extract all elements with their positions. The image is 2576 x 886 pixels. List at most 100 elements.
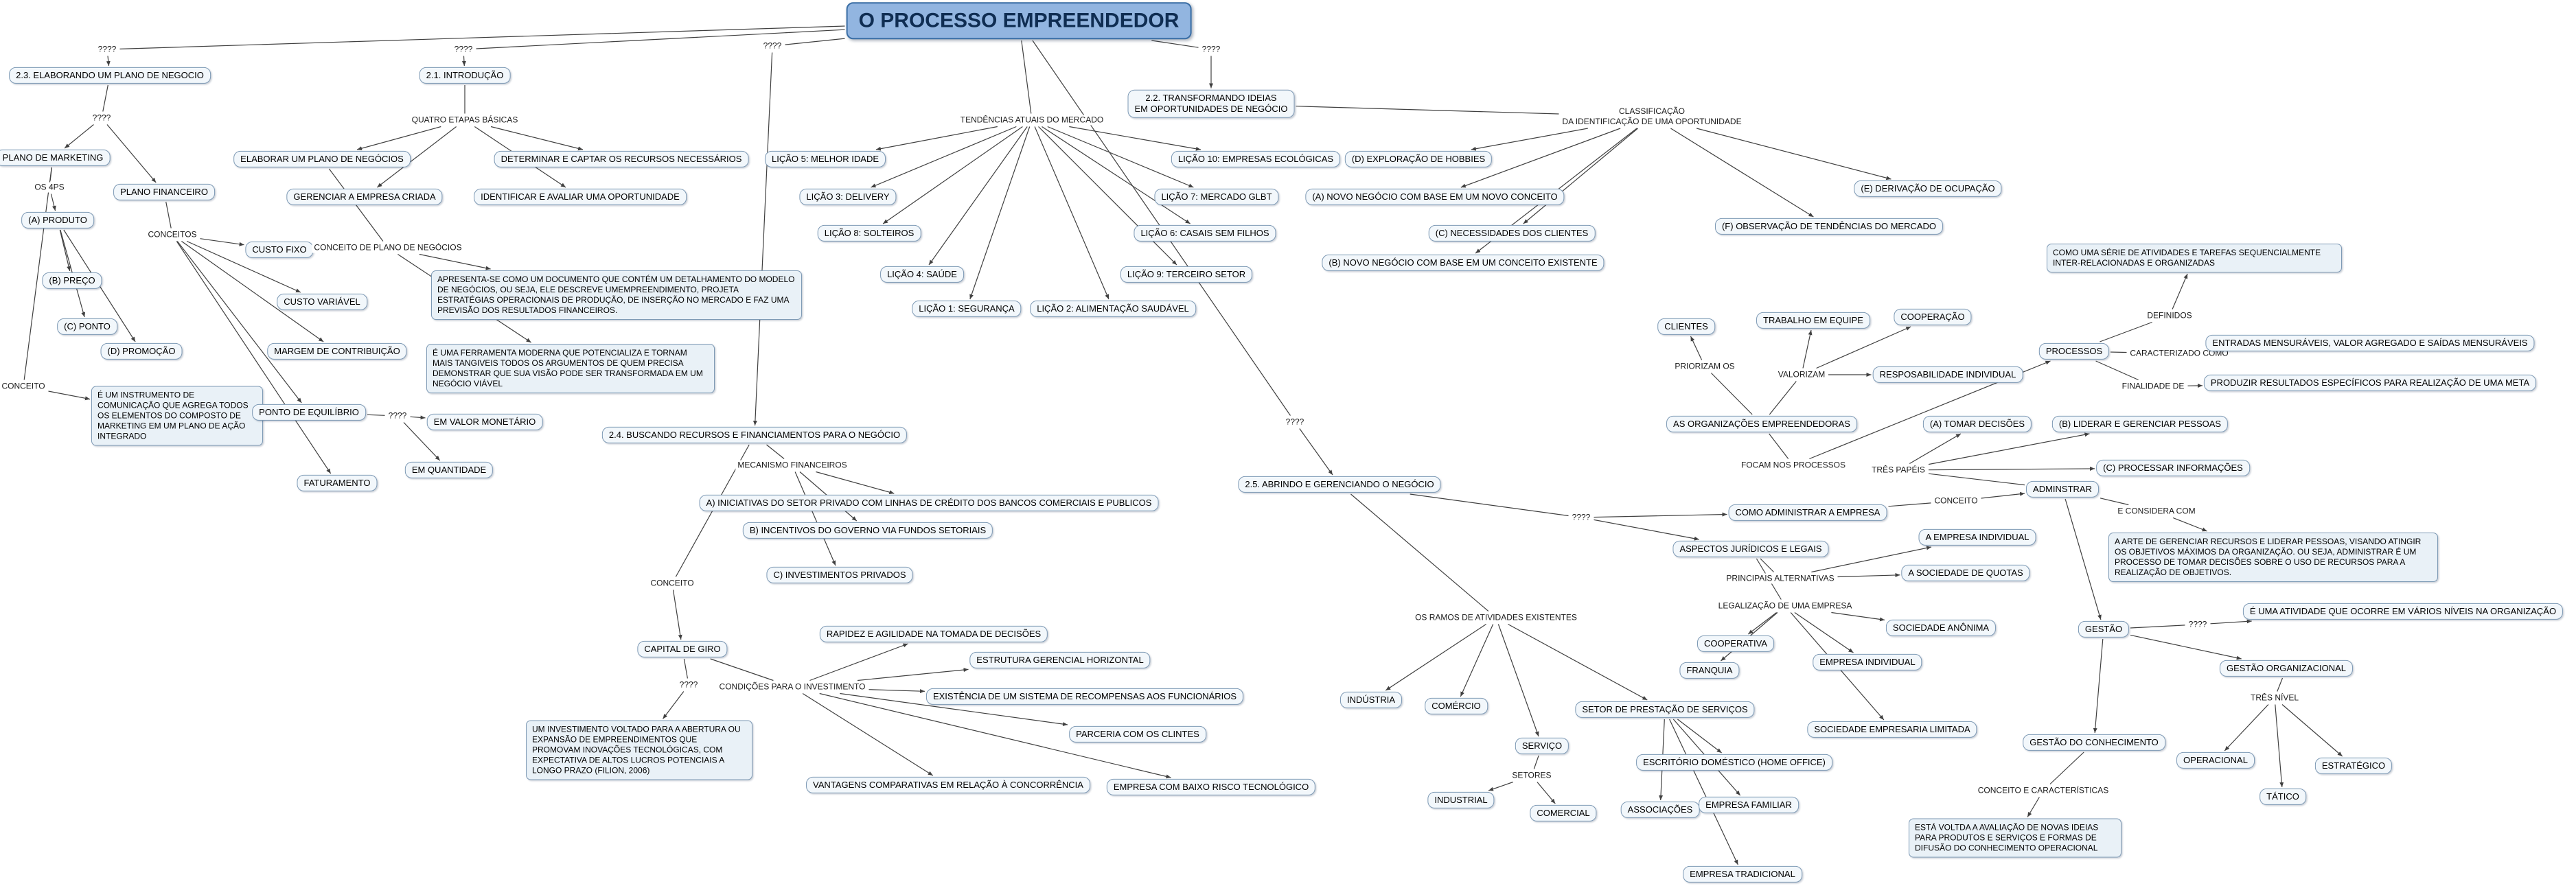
concept-node-b_incent[interactable]: B) INCENTIVOS DO GOVERNO VIA FUNDOS SETO… bbox=[742, 522, 993, 539]
concept-node-clientes[interactable]: CLIENTES bbox=[1657, 318, 1715, 336]
link-label-tres_papeis[interactable]: TRÊS PAPÉIS bbox=[1870, 465, 1927, 476]
concept-node-l6[interactable]: LIÇÃO 6: CASAIS SEM FILHOS bbox=[1134, 224, 1276, 242]
concept-node-produto[interactable]: (A) PRODUTO bbox=[21, 211, 94, 229]
concept-node-cooperacao[interactable]: COOPERAÇÃO bbox=[1894, 308, 1972, 326]
concept-node-a_inic[interactable]: A) INICIATIVAS DO SETOR PRIVADO COM LINH… bbox=[699, 494, 1159, 512]
concept-node-cooperativa[interactable]: COOPERATIVA bbox=[1697, 635, 1774, 653]
concept-node-box_apresenta[interactable]: APRESENTA-SE COMO UM DOCUMENTO QUE CONTÉ… bbox=[431, 270, 802, 320]
concept-node-l3[interactable]: LIÇÃO 3: DELIVERY bbox=[799, 188, 897, 206]
concept-node-l9[interactable]: LIÇÃO 9: TERCEIRO SETOR bbox=[1120, 266, 1253, 283]
concept-node-box_arte[interactable]: A ARTE DE GERENCIAR RECURSOS E LIDERAR P… bbox=[2108, 533, 2438, 582]
concept-node-a_tomar[interactable]: (A) TOMAR DECISÕES bbox=[1922, 415, 2032, 433]
concept-node-box_ferramenta[interactable]: É UMA FERRAMENTA MODERNA QUE POTENCIALIZ… bbox=[426, 344, 715, 393]
link-label-os4ps[interactable]: OS 4PS bbox=[32, 182, 67, 193]
concept-node-baixo_risco[interactable]: EMPRESA COM BAIXO RISCO TECNOLÓGICO bbox=[1106, 778, 1316, 796]
concept-node-soc_anonima[interactable]: SOCIEDADE ANÔNIMA bbox=[1885, 619, 1997, 637]
concept-node-aspectos[interactable]: ASPECTOS JURÍDICOS E LEGAIS bbox=[1672, 540, 1829, 558]
link-label-considera[interactable]: E CONSIDERA COM bbox=[2115, 506, 2198, 517]
concept-node-setor_prest[interactable]: SETOR DE PRESTAÇÃO DE SERVIÇOS bbox=[1575, 701, 1755, 719]
concept-node-box_produzir[interactable]: PRODUZIR RESULTADOS ESPECÍFICOS PARA REA… bbox=[2203, 374, 2537, 392]
concept-node-vantagens[interactable]: VANTAGENS COMPARATIVAS EM RELAÇÃO À CONC… bbox=[806, 776, 1090, 794]
link-label-tendencias[interactable]: TENDÊNCIAS ATUAIS DO MERCADO bbox=[958, 115, 1106, 126]
link-label-conceito_carac[interactable]: CONCEITO E CARACTERÍSTICAS bbox=[1975, 785, 2111, 796]
concept-node-adminstrar[interactable]: ADMINSTRAR bbox=[2026, 480, 2099, 498]
link-label-q_23[interactable]: ???? bbox=[95, 44, 119, 55]
concept-node-l8[interactable]: LIÇÃO 8: SOLTEIROS bbox=[817, 224, 921, 242]
concept-node-estrategico[interactable]: ESTRATÉGICO bbox=[2314, 757, 2393, 775]
link-label-finalidade[interactable]: FINALIDADE DE bbox=[2119, 381, 2187, 392]
concept-node-promocao[interactable]: (D) PROMOÇÃO bbox=[100, 342, 183, 360]
link-label-q_pe[interactable]: ???? bbox=[386, 410, 409, 421]
concept-node-orgs[interactable]: AS ORGANIZAÇÕES EMPREENDEDORAS bbox=[1666, 415, 1857, 433]
map-title-title[interactable]: O PROCESSO EMPREENDEDOR bbox=[846, 2, 1192, 39]
concept-node-b_exist[interactable]: (B) NOVO NEGÓCIO COM BASE EM UM CONCEITO… bbox=[1322, 254, 1605, 272]
link-label-tres_nivel[interactable]: TRÊS NÍVEL bbox=[2248, 692, 2301, 703]
link-label-conceito_mkt[interactable]: CONCEITO bbox=[0, 381, 47, 392]
concept-node-gerenciar[interactable]: GERENCIAR A EMPRESA CRIADA bbox=[286, 188, 443, 206]
concept-node-franquia[interactable]: FRANQUIA bbox=[1679, 662, 1740, 679]
concept-node-gestao[interactable]: GESTÃO bbox=[2078, 620, 2130, 638]
concept-node-l5[interactable]: LIÇÃO 5: MELHOR IDADE bbox=[764, 150, 886, 168]
link-label-conceito_adm[interactable]: CONCEITO bbox=[1932, 496, 1980, 506]
concept-node-plano_fin[interactable]: PLANO FINANCEIRO bbox=[113, 183, 215, 201]
concept-node-custo_fixo[interactable]: CUSTO FIXO bbox=[245, 241, 314, 259]
concept-node-a_emp_ind[interactable]: A EMPRESA INDIVIDUAL bbox=[1918, 528, 2036, 546]
concept-node-n21[interactable]: 2.1. INTRODUÇÃO bbox=[419, 67, 511, 84]
link-label-conceito_pn[interactable]: CONCEITO DE PLANO DE NEGÓCIOS bbox=[312, 242, 464, 253]
concept-node-l7[interactable]: LIÇÃO 7: MERCADO GLBT bbox=[1154, 188, 1279, 206]
link-label-q_cg[interactable]: ???? bbox=[677, 679, 700, 690]
link-label-mecanismo[interactable]: MECANISMO FINANCEIROS bbox=[735, 460, 849, 471]
concept-node-rapidez[interactable]: RAPIDEZ E AGILIDADE NA TOMADA DE DECISÕE… bbox=[819, 625, 1048, 643]
link-label-q_22[interactable]: ???? bbox=[1199, 44, 1223, 55]
concept-node-n24[interactable]: 2.4. BUSCANDO RECURSOS E FINANCIAMENTOS … bbox=[601, 426, 908, 444]
concept-node-identificar[interactable]: IDENTIFICAR E AVALIAR UMA OPORTUNIDADE bbox=[474, 188, 687, 206]
link-label-principais[interactable]: PRINCIPAIS ALTERNATIVAS bbox=[1724, 573, 1837, 584]
concept-node-parceria[interactable]: PARCERIA COM OS CLINTES bbox=[1069, 725, 1206, 743]
concept-node-l1[interactable]: LIÇÃO 1: SEGURANÇA bbox=[912, 300, 1022, 318]
concept-node-operacional[interactable]: OPERACIONAL bbox=[2176, 751, 2255, 769]
concept-node-determinar[interactable]: DETERMINAR E CAPTAR OS RECURSOS NECESSÁR… bbox=[494, 150, 749, 168]
concept-node-ponto[interactable]: (C) PONTO bbox=[57, 318, 117, 336]
concept-node-industria[interactable]: INDÚSTRIA bbox=[1339, 691, 1403, 709]
link-label-conceitos_fin[interactable]: CONCEITOS bbox=[146, 229, 199, 240]
concept-node-ponto_eq[interactable]: PONTO DE EQUILÍBRIO bbox=[252, 404, 366, 421]
concept-node-l10[interactable]: LIÇÃO 10: EMPRESAS ECOLÓGICAS bbox=[1171, 150, 1341, 168]
link-label-quatro_etapas[interactable]: QUATRO ETAPAS BÁSICAS bbox=[409, 115, 520, 126]
concept-node-servico[interactable]: SERVIÇO bbox=[1515, 737, 1569, 755]
link-label-condicoes[interactable]: CONDIÇÕES PARA O INVESTIMENTO bbox=[717, 681, 868, 692]
concept-node-existencia[interactable]: EXISTÊNCIA DE UM SISTEMA DE RECOMPENSAS … bbox=[925, 688, 1244, 706]
concept-node-box_invest[interactable]: UM INVESTIMENTO VOLTADO PARA A ABERTURA … bbox=[526, 720, 752, 780]
concept-node-n23[interactable]: 2.3. ELABORANDO UM PLANO DE NEGOCIO bbox=[9, 67, 211, 84]
concept-node-industrial[interactable]: INDUSTRIAL bbox=[1427, 791, 1495, 809]
concept-node-emp_familiar[interactable]: EMPRESA FAMILIAR bbox=[1699, 796, 1799, 814]
concept-node-margem[interactable]: MARGEM DE CONTRIBUIÇÃO bbox=[267, 342, 407, 360]
concept-node-faturamento[interactable]: FATURAMENTO bbox=[297, 474, 378, 492]
concept-node-e_deriv[interactable]: (E) DERIVAÇÃO DE OCUPAÇÃO bbox=[1854, 180, 2002, 198]
link-label-q_gestao[interactable]: ???? bbox=[2186, 619, 2209, 630]
link-label-caracterizado[interactable]: CARACTERIZADO COMO bbox=[2128, 348, 2231, 359]
concept-node-box_instrumento[interactable]: É UM INSTRUMENTO DE COMUNICAÇÃO QUE AGRE… bbox=[91, 386, 263, 446]
link-label-valorizam[interactable]: VALORIZAM bbox=[1775, 369, 1828, 380]
concept-node-n22[interactable]: 2.2. TRANSFORMANDO IDEIAS EM OPORTUNIDAD… bbox=[1127, 89, 1295, 118]
link-label-q_25b[interactable]: ???? bbox=[1569, 512, 1593, 523]
link-label-q_21[interactable]: ???? bbox=[452, 44, 475, 55]
concept-node-a_novo[interactable]: (A) NOVO NEGÓCIO COM BASE EM UM NOVO CON… bbox=[1305, 188, 1565, 206]
concept-node-a_soc_quotas[interactable]: A SOCIEDADE DE QUOTAS bbox=[1901, 564, 2030, 582]
link-label-os_ramos[interactable]: OS RAMOS DE ATIVIDADES EXISTENTES bbox=[1413, 612, 1579, 623]
link-label-setores[interactable]: SETORES bbox=[1510, 770, 1554, 781]
concept-node-box_atividade[interactable]: É UMA ATIVIDADE QUE OCORRE EM VÁRIOS NÍV… bbox=[2242, 603, 2564, 620]
concept-node-preco[interactable]: (B) PREÇO bbox=[42, 272, 102, 290]
link-label-q_24[interactable]: ???? bbox=[761, 40, 784, 51]
link-label-legalizacao[interactable]: LEGALIZAÇÃO DE UMA EMPRESA bbox=[1716, 601, 1854, 611]
concept-node-comercial[interactable]: COMERCIAL bbox=[1530, 804, 1597, 822]
concept-node-f_obs[interactable]: (F) OBSERVAÇÃO DE TENDÊNCIAS DO MERCADO bbox=[1714, 218, 1944, 235]
concept-node-estrutura[interactable]: ESTRUTURA GERENCIAL HORIZONTAL bbox=[969, 651, 1151, 669]
concept-node-box_voltada[interactable]: ESTÁ VOLTDA A AVALIAÇÃO DE NOVAS IDEIAS … bbox=[1909, 818, 2121, 858]
concept-node-box_entradas[interactable]: ENTRADAS MENSURÁVEIS, VALOR AGREGADO E S… bbox=[2205, 334, 2535, 352]
concept-node-como_adm[interactable]: COMO ADMINISTRAR A EMPRESA bbox=[1728, 504, 1887, 522]
concept-node-escritorio[interactable]: ESCRITÓRIO DOMÉSTICO (HOME OFFICE) bbox=[1636, 754, 1832, 771]
link-label-q_25[interactable]: ???? bbox=[1283, 417, 1307, 428]
concept-node-n25[interactable]: 2.5. ABRINDO E GERENCIANDO O NEGÓCIO bbox=[1238, 476, 1441, 493]
concept-node-capital_giro[interactable]: CAPITAL DE GIRO bbox=[637, 640, 728, 658]
concept-node-c_invest[interactable]: C) INVESTIMENTOS PRIVADOS bbox=[766, 566, 913, 584]
